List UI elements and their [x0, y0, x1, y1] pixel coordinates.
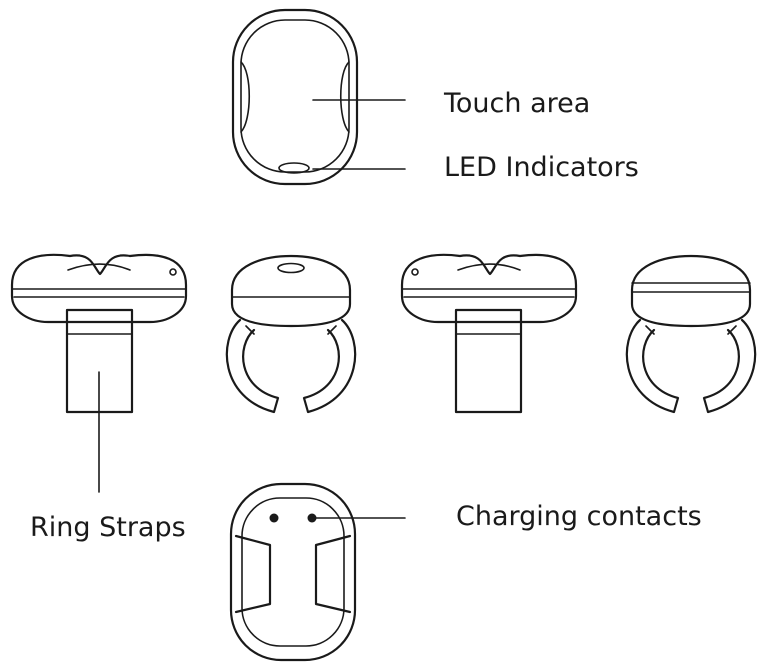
- led-indicators-label: LED Indicators: [444, 152, 639, 183]
- charging-contact-icon: [307, 513, 317, 523]
- ring-side-view-icon: [400, 253, 578, 414]
- charging-contact-icon: [269, 513, 279, 523]
- ring-straps-label: Ring Straps: [30, 512, 186, 543]
- charging-contacts-label: Charging contacts: [456, 501, 702, 532]
- ring-bottom-view-icon: [229, 482, 357, 662]
- ring-front-view-icon: [225, 254, 357, 414]
- led-indicator-icon: [278, 162, 310, 174]
- touch-area-label: Touch area: [443, 88, 590, 119]
- ring-back-view-icon: [625, 254, 757, 414]
- ring-top-view-icon: [231, 8, 359, 186]
